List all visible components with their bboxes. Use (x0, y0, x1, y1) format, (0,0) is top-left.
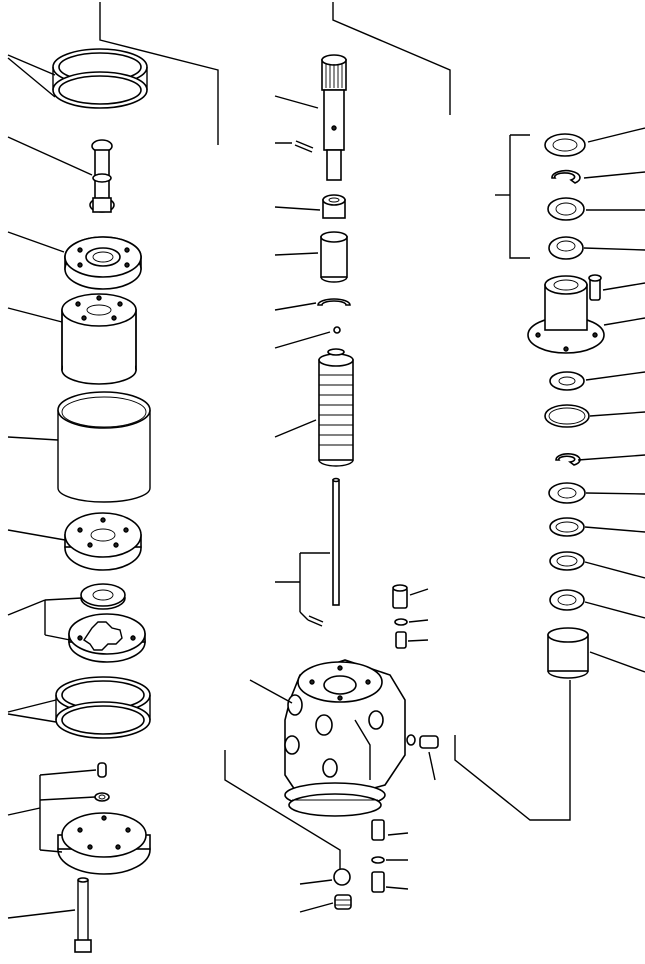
gerotor-inner (80, 583, 126, 610)
retaining-ring-middle (555, 453, 581, 466)
o-ring-small (394, 618, 408, 626)
thrust-washer (549, 551, 585, 571)
bearing-cap (544, 133, 586, 157)
check-ball-large (333, 868, 351, 886)
o-ring-large (544, 404, 590, 428)
end-cap (57, 812, 151, 875)
gerotor-outer (68, 613, 146, 663)
cap-screw (588, 274, 602, 301)
retaining-ring-top (551, 169, 581, 184)
bushing-sleeve (320, 231, 348, 283)
snap-ring (317, 298, 351, 306)
check-ball-small (333, 326, 341, 334)
push-rod (332, 477, 340, 606)
oil-seal-top (547, 197, 585, 221)
outer-sleeve (57, 391, 151, 503)
manifold-plate (64, 236, 142, 290)
spool-valve (318, 348, 354, 467)
thrust-bearing (549, 517, 585, 537)
valve-housing (284, 659, 406, 817)
assembly-bracket-lines (99, 2, 571, 870)
side-fitting (406, 734, 439, 749)
column-housing (527, 275, 605, 354)
bearing-top (548, 236, 584, 260)
bearing-bottom (549, 589, 585, 611)
coupling-nut (322, 194, 346, 219)
bushing-bottom (547, 627, 589, 679)
cross-pin (294, 140, 314, 153)
plug-fitting-bottom (371, 819, 385, 893)
flat-washer (549, 371, 585, 391)
relief-plug (392, 584, 408, 609)
callout-leaders-center (249, 95, 436, 913)
callout-leaders-left (7, 54, 97, 919)
callout-leaders-right (577, 127, 645, 673)
stator-cylinder (61, 293, 137, 385)
spring (334, 894, 352, 910)
drive-pin (89, 139, 115, 213)
seal-ring-pair-bottom (55, 676, 151, 739)
seal-washer (548, 482, 586, 504)
valve-plate (64, 512, 142, 571)
spool-shaft (321, 54, 347, 181)
seal-ring-pair-top (52, 48, 148, 109)
dowel-pin (97, 762, 107, 778)
rod-pin (307, 615, 324, 627)
tie-bolt (74, 877, 92, 953)
check-fitting (395, 631, 407, 649)
small-washer (94, 792, 110, 802)
